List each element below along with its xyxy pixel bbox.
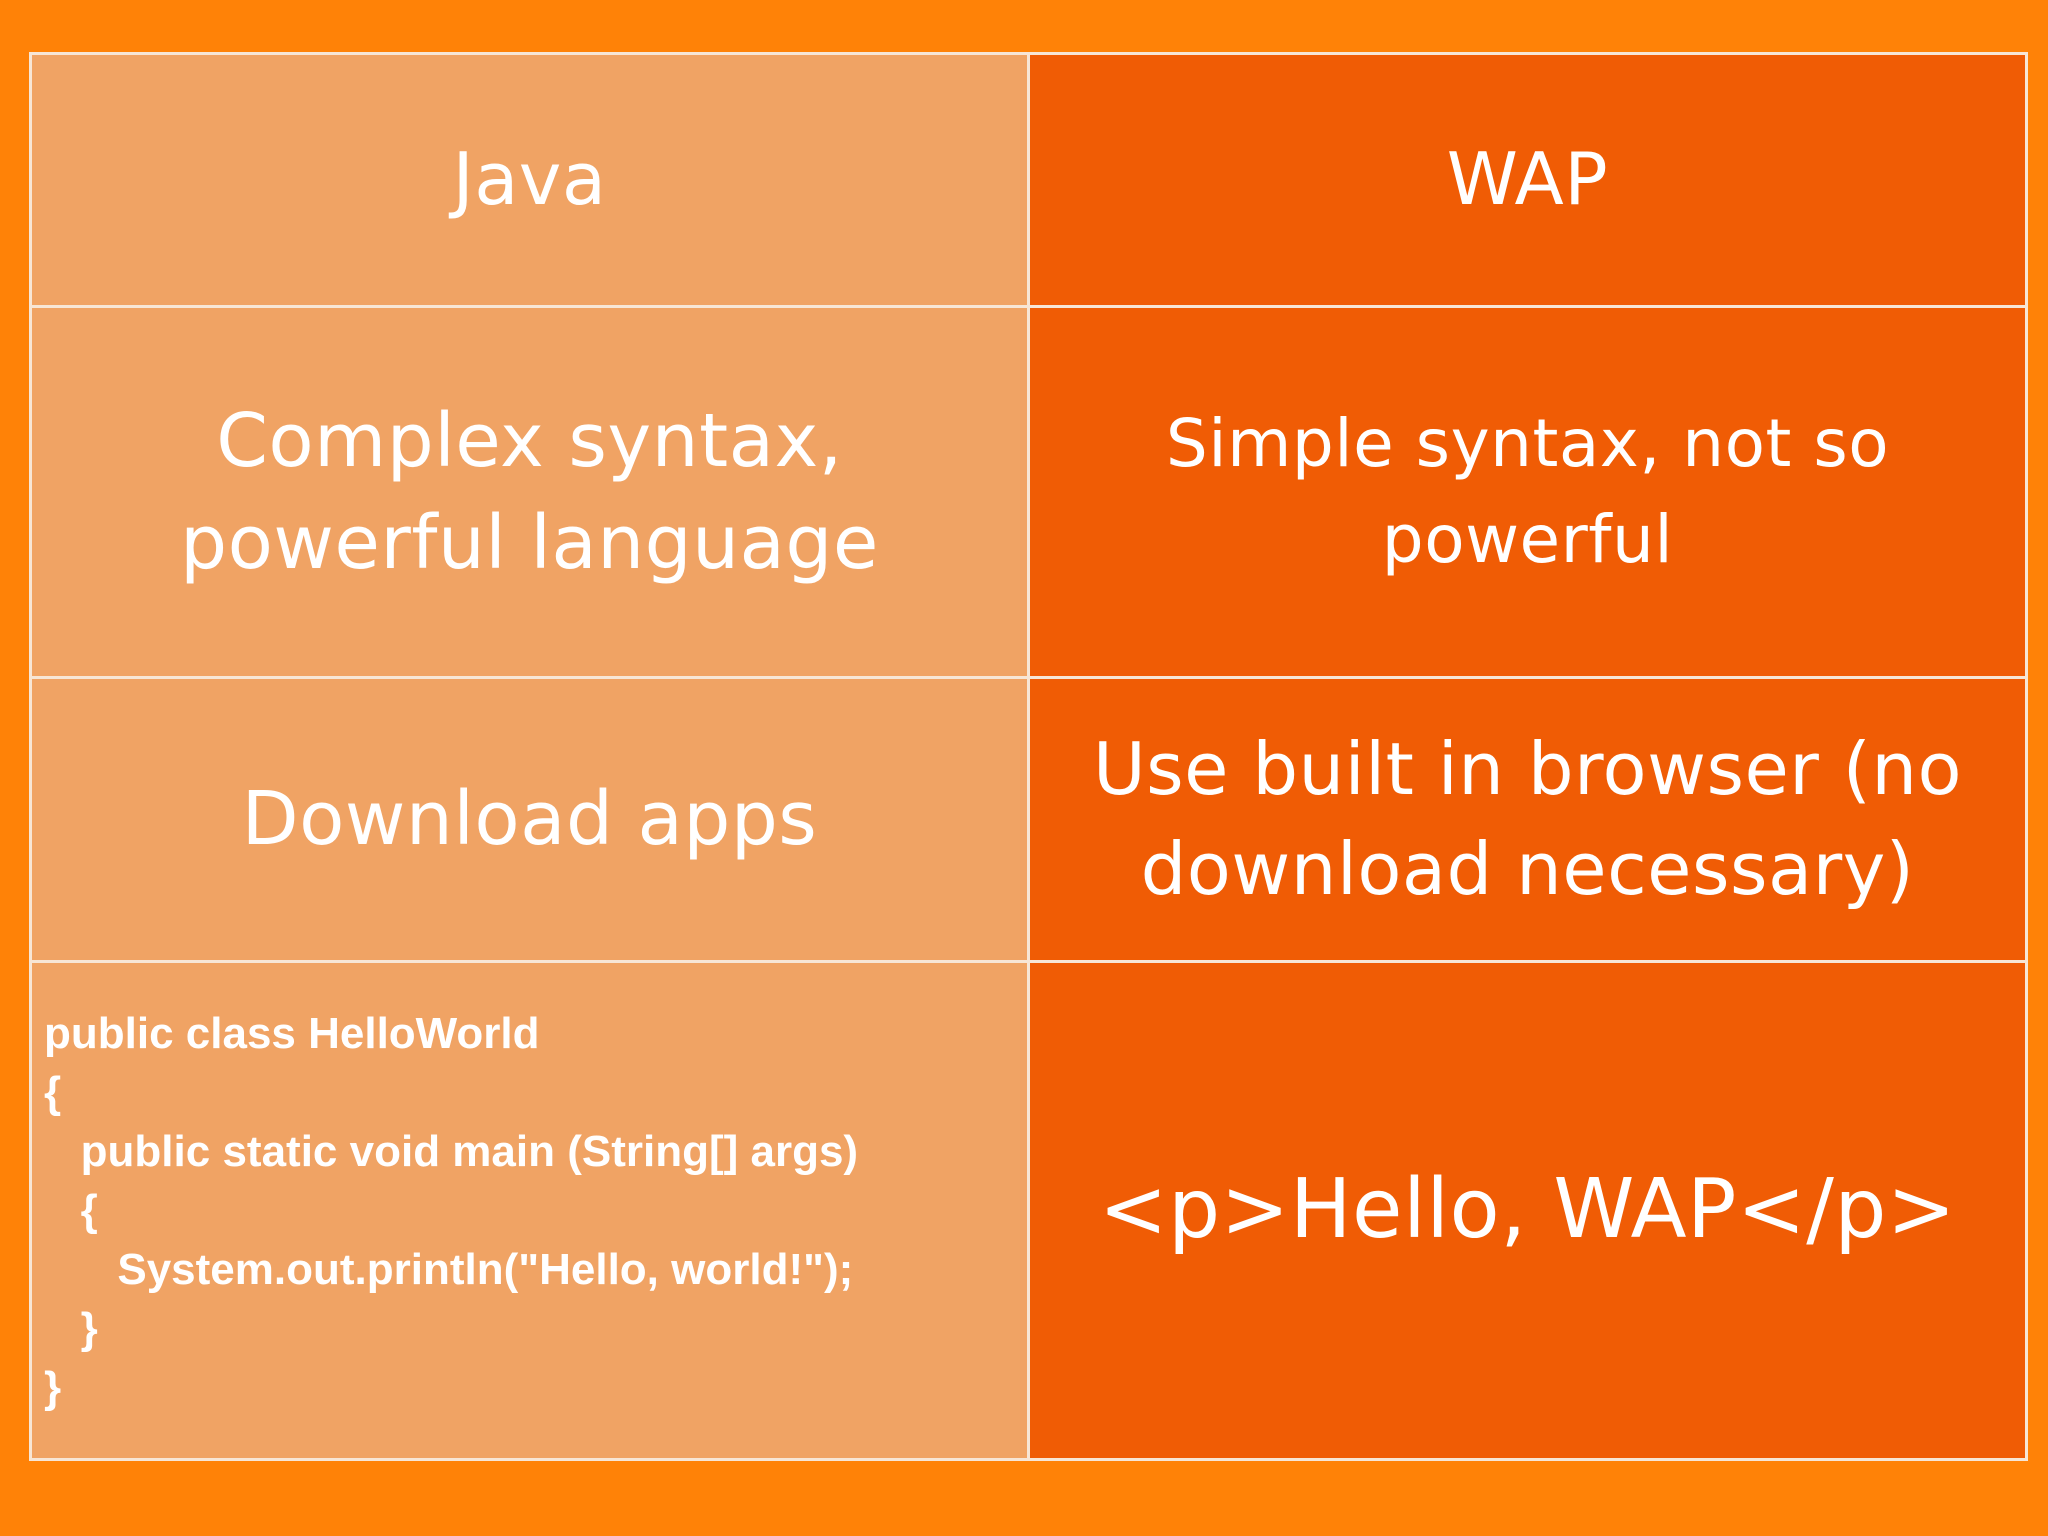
header-cell-java: Java	[29, 52, 1030, 308]
syntax-row: Complex syntax, powerful language Simple…	[29, 305, 2028, 679]
java-code-cell: public class HelloWorld { public static …	[29, 960, 1030, 1461]
java-heading: Java	[452, 137, 607, 222]
wap-deploy-text: Use built in browser (no download necess…	[1092, 727, 1963, 911]
comparison-table: Java WAP Complex syntax, powerful langua…	[29, 52, 2028, 1461]
wap-code-snippet: <p>Hello, WAP</p>	[1098, 1162, 1957, 1258]
java-deploy-text: Download apps	[241, 776, 818, 863]
wap-heading: WAP	[1446, 137, 1609, 222]
java-syntax-text: Complex syntax, powerful language	[180, 397, 879, 586]
code-row: public class HelloWorld { public static …	[29, 960, 2028, 1461]
deploy-row: Download apps Use built in browser (no d…	[29, 676, 2028, 963]
wap-deploy-cell: Use built in browser (no download necess…	[1027, 676, 2028, 963]
wap-syntax-text: Simple syntax, not so powerful	[1165, 405, 1890, 578]
java-deploy-cell: Download apps	[29, 676, 1030, 963]
wap-code-cell: <p>Hello, WAP</p>	[1027, 960, 2028, 1461]
java-syntax-cell: Complex syntax, powerful language	[29, 305, 1030, 679]
header-row: Java WAP	[29, 52, 2028, 308]
header-cell-wap: WAP	[1027, 52, 2028, 308]
wap-syntax-cell: Simple syntax, not so powerful	[1027, 305, 2028, 679]
java-code-snippet: public class HelloWorld { public static …	[44, 1009, 859, 1412]
